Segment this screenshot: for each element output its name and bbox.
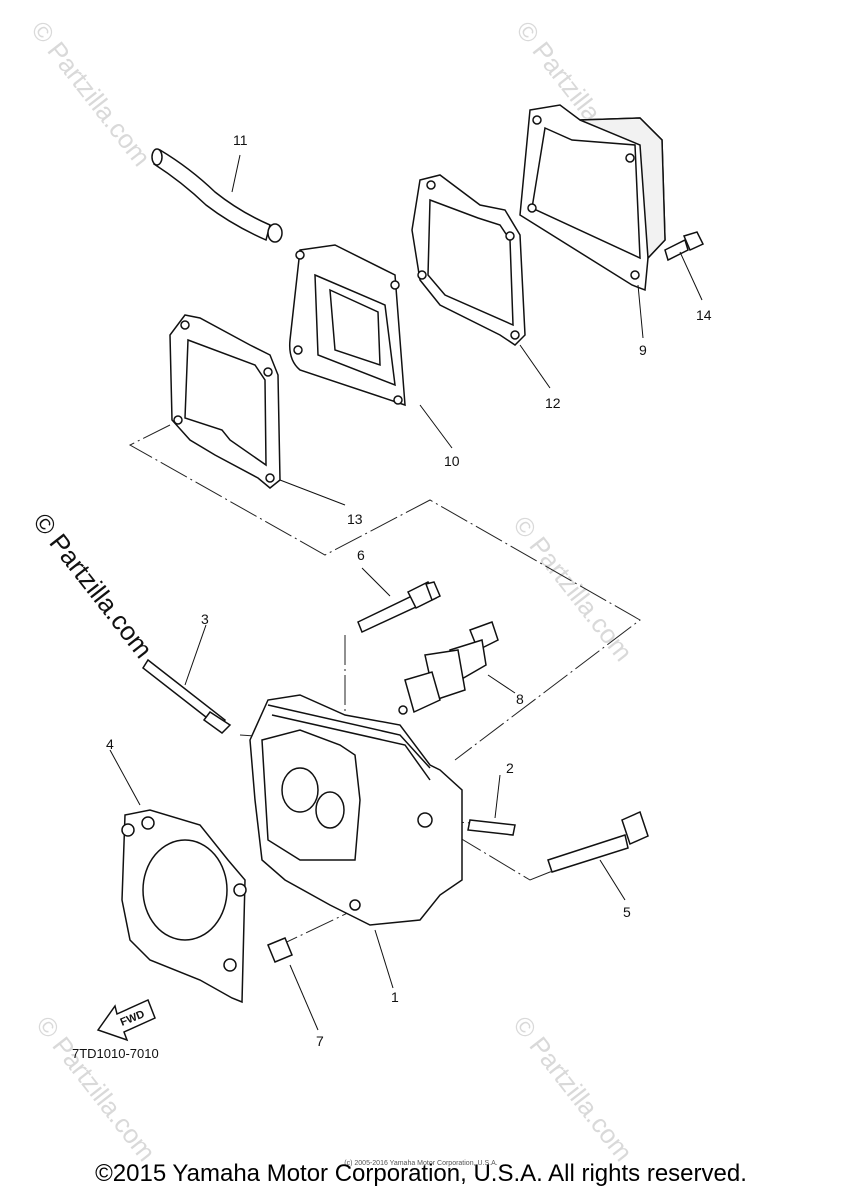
watermark-dark: © Partzilla.com xyxy=(27,507,159,664)
part-12-gasket xyxy=(411,174,526,346)
fwd-arrow-icon: FWD xyxy=(96,998,156,1042)
footer-small-note: (c) 2005-2016 Yamaha Motor Corporation, … xyxy=(344,1160,498,1167)
callout-2: 2 xyxy=(506,760,514,776)
callout-10: 10 xyxy=(444,453,460,469)
watermark-bottom-right: © Partzilla.com xyxy=(507,1010,639,1167)
callout-12: 12 xyxy=(545,395,561,411)
watermark-top-left: © Partzilla.com xyxy=(25,15,157,172)
part-14-bolt xyxy=(664,231,705,262)
watermark-bottom-left: © Partzilla.com xyxy=(30,1010,162,1167)
callout-4: 4 xyxy=(106,736,114,752)
part-13-gasket xyxy=(169,314,281,489)
callout-14: 14 xyxy=(696,307,712,323)
callout-13: 13 xyxy=(347,511,363,527)
callout-labels: 1 2 3 4 5 6 7 8 9 10 11 12 13 14 xyxy=(106,132,712,1049)
part-8-spark-plug xyxy=(398,621,499,715)
callout-1: 1 xyxy=(391,989,399,1005)
part-7-dowel xyxy=(267,937,293,963)
callout-11: 11 xyxy=(233,132,248,148)
callout-5: 5 xyxy=(623,904,631,920)
part-4-head-gasket xyxy=(121,809,247,1004)
leader-lines xyxy=(109,154,703,1031)
footer-copyright: ©2015 Yamaha Motor Corporation, U.S.A. A… xyxy=(95,1160,747,1187)
part-code: 7TD1010-7010 xyxy=(72,1046,159,1061)
part-11-hose xyxy=(151,148,283,243)
callout-7: 7 xyxy=(316,1033,324,1049)
part-3-stud xyxy=(142,658,232,734)
part-9-cylinder-head-cover xyxy=(519,104,666,292)
part-1-cylinder-head xyxy=(249,694,463,926)
part-5-bolt xyxy=(547,810,649,873)
part-2-stud xyxy=(467,819,516,836)
callout-9: 9 xyxy=(639,342,647,358)
callout-6: 6 xyxy=(357,547,365,563)
callout-3: 3 xyxy=(201,611,209,627)
callout-8: 8 xyxy=(516,691,524,707)
part-6-bolt xyxy=(357,580,441,634)
part-10-breather-plate xyxy=(288,244,406,407)
watermark-mid-right: © Partzilla.com xyxy=(507,510,639,667)
